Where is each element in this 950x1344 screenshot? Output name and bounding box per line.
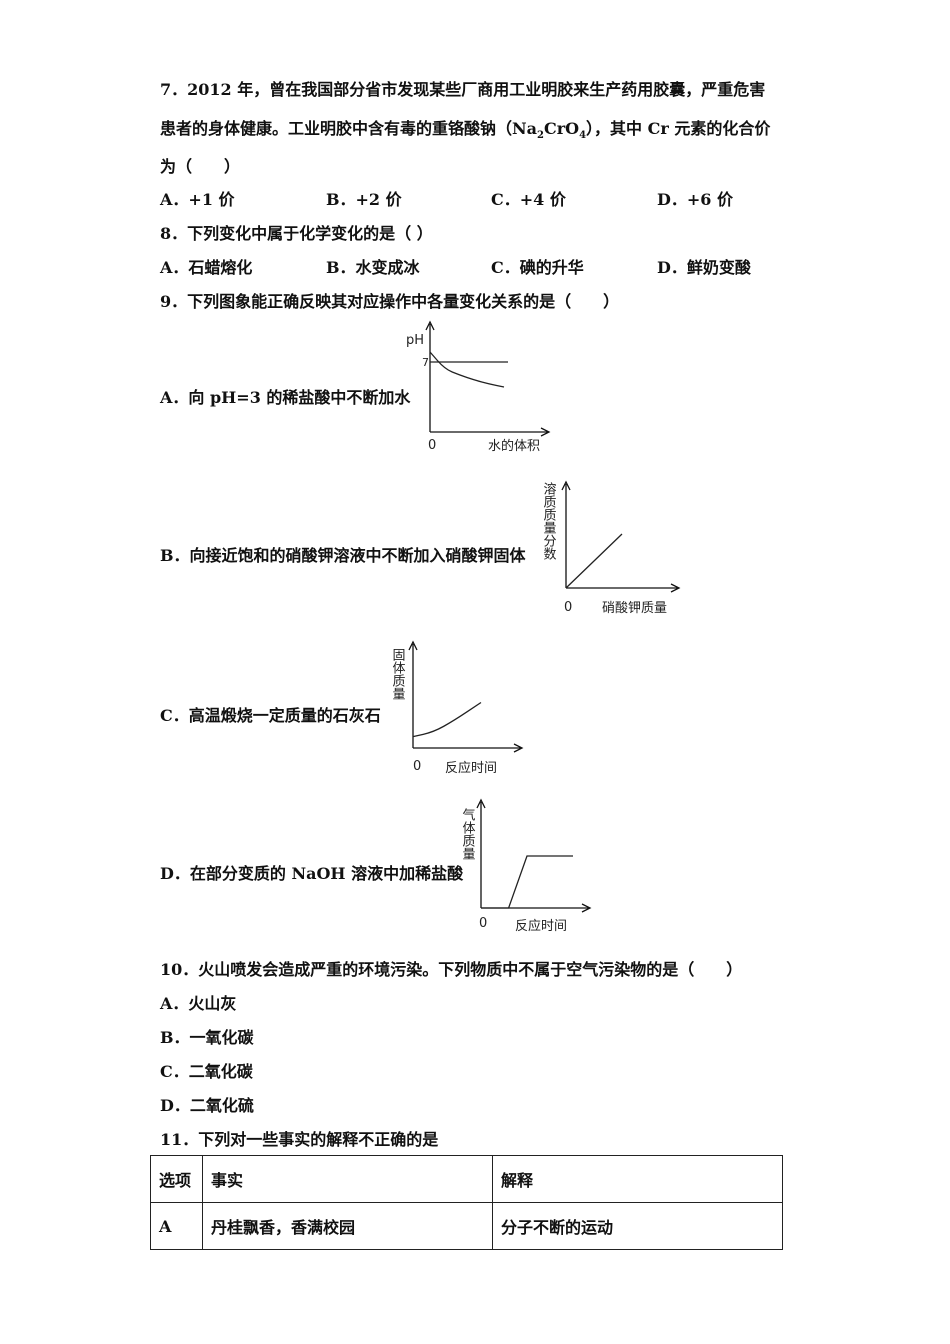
cell-explanation: 分子不断的运动 [492,1202,783,1250]
chart-c-x-label: 反应时间 [445,760,497,776]
chart-d: 气体质量 0 反应时间 [460,798,592,934]
q9-option-c: C．高温煅烧一定质量的石灰石 [160,706,381,725]
chart-a-origin: 0 [428,438,436,453]
q7-sub-2: 2 [537,130,544,142]
q7-option-c: C．+4 价 [491,190,566,209]
q9-option-b: B．向接近饱和的硝酸钾溶液中不断加入硝酸钾固体 [160,546,526,565]
q8-option-c: C．碘的升华 [491,258,584,277]
q10-option-d: D．二氧化硫 [160,1096,254,1115]
q9-stem: 9．下列图象能正确反映其对应操作中各量变化关系的是（ ） [160,292,620,311]
chart-d-x-arrow [581,903,592,913]
chart-c-y-arrow [408,640,418,651]
header-option: 选项 [150,1155,203,1203]
chart-c-origin: 0 [413,759,421,774]
chart-d-y-arrow [476,798,486,809]
chart-b-x-label: 硝酸钾质量 [602,601,667,616]
q10-option-b: B．一氧化碳 [160,1028,254,1047]
chart-a-y-arrow [425,320,435,331]
chart-c: 固体质量 0 反应时间 [390,640,524,776]
q7-line3: 为（ ） [160,157,241,176]
cell-fact: 丹桂飘香，香满校园 [202,1202,493,1250]
q10-stem: 10．火山喷发会造成严重的环境污染。下列物质中不属于空气污染物的是（ ） [160,960,743,979]
chart-a-series-line [429,351,505,388]
q10-option-a: A．火山灰 [160,994,237,1013]
cell-option: A [150,1202,203,1250]
q8-option-b: B．水变成冰 [326,258,420,277]
q7-option-a: A．+1 价 [160,190,235,209]
chart-d-origin: 0 [479,916,487,931]
q10-option-c: C．二氧化碳 [160,1062,253,1081]
chart-b-series-line [565,533,623,589]
q11-stem: 11．下列对一些事实的解释不正确的是 [160,1130,439,1149]
q11-table: 选项 事实 解释 A 丹桂飘香，香满校园 分子不断的运动 [150,1155,783,1250]
chart-c-x-arrow [513,743,524,753]
chart-c-series-line [412,701,482,738]
q9-option-d: D．在部分变质的 NaOH 溶液中加稀盐酸 [160,864,464,883]
q7-line2-mid: CrO [543,119,580,138]
q7-option-b: B．+2 价 [326,190,402,209]
header-explanation: 解释 [492,1155,783,1203]
chart-a-y-label: pH [406,333,424,348]
chart-a: pH 7 0 水的体积 [406,320,551,454]
q9-option-a: A．向 pH=3 的稀盐酸中不断加水 [160,388,411,407]
chart-b-y-label: 溶质质量分数 [541,482,557,560]
table-row: A 丹桂飘香，香满校园 分子不断的运动 [150,1202,783,1250]
q7-line2: 患者的身体健康。工业明胶中含有毒的重铬酸钠（Na2CrO4），其中 Cr 元素的… [160,115,770,141]
q8-option-d: D．鲜奶变酸 [657,258,751,277]
chart-d-x-label: 反应时间 [515,918,567,934]
q7-line2-post: ），其中 Cr 元素的化合价 [586,119,771,138]
chart-c-y-label: 固体质量 [390,648,406,700]
chart-d-y-label: 气体质量 [460,807,476,860]
chart-a-ref-tick-label: 7 [422,356,429,369]
q7-line1: 7．2012 年，曾在我国部分省市发现某些厂商用工业明胶来生产药用胶囊，严重危害 [160,80,766,99]
q8-stem: 8．下列变化中属于化学变化的是（ ） [160,224,433,243]
chart-b-y-arrow [561,480,571,491]
q7-line2-pre: 患者的身体健康。工业明胶中含有毒的重铬酸钠（Na [160,119,537,138]
chart-b-x-arrow [670,583,681,593]
chart-d-series-line [481,855,573,909]
chart-a-x-arrow [540,427,551,437]
q7-sub-4: 4 [579,130,587,142]
q7-option-d: D．+6 价 [657,190,733,209]
table-header-row: 选项 事实 解释 [150,1155,783,1203]
chart-b: 溶质质量分数 0 硝酸钾质量 [541,480,681,616]
header-fact: 事实 [202,1155,493,1203]
chart-a-x-label: 水的体积 [488,438,540,454]
q8-option-a: A．石蜡熔化 [160,258,253,277]
chart-b-origin: 0 [564,600,572,615]
